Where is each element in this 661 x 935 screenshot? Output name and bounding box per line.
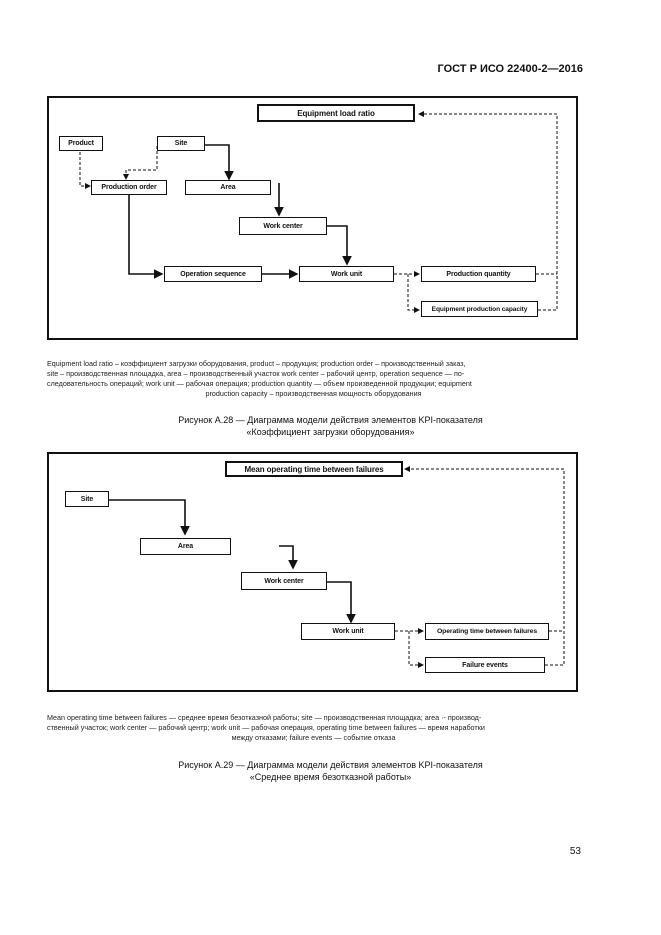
figure-a28-frame: Equipment load ratio Product Site Produc… (47, 96, 578, 340)
site-box-2: Site (65, 491, 109, 507)
figure-a28-legend-line-1: Equipment load ratio – коэффициент загру… (47, 359, 466, 368)
mean-operating-time-between-failures-box: Mean operating time between failures (225, 461, 403, 477)
page-number: 53 (569, 846, 581, 857)
figure-a28-legend-line-2: site – производственная площадка, area –… (47, 369, 465, 378)
work-unit-box: Work unit (299, 266, 394, 282)
figure-a29-legend-line-1: Mean operating time between failures — с… (47, 713, 482, 722)
figure-a28-caption-line-2: «Коэффициент загрузки оборудования» (246, 427, 415, 437)
failure-events-box: Failure events (425, 657, 545, 673)
production-quantity-box: Production quantity (421, 266, 536, 282)
area-box: Area (185, 180, 271, 195)
figure-a28-connectors (79, 111, 558, 313)
figure-a29-connectors (109, 466, 565, 668)
work-unit-box-2: Work unit (301, 623, 395, 640)
figure-a29-caption-line-2: «Среднее время безотказной работы» (249, 772, 412, 782)
product-box: Product (59, 136, 103, 151)
operation-sequence-box: Operation sequence (164, 266, 262, 282)
figure-a28-caption-line-1: Рисунок А.28 — Диаграмма модели действия… (178, 415, 483, 425)
operating-time-between-failures-box: Operating time between failures (425, 623, 549, 640)
production-order-box: Production order (91, 180, 167, 195)
figure-a28-legend-line-3: следовательность операций; work unit — р… (47, 379, 472, 388)
equipment-load-ratio-box: Equipment load ratio (257, 104, 415, 122)
figure-a29-frame: Mean operating time between failures Sit… (47, 452, 578, 692)
figure-a28-legend-line-4: production capacity – производственная м… (205, 389, 422, 398)
work-center-box-2: Work center (241, 572, 327, 590)
figure-a29-caption-line-1: Рисунок А.29 — Диаграмма модели действия… (178, 760, 483, 770)
site-box: Site (157, 136, 205, 151)
equipment-production-capacity-box: Equipment production capacity (421, 301, 538, 317)
figure-a29-legend-line-3: между отказами; failure events — событие… (231, 733, 396, 742)
work-center-box: Work center (239, 217, 327, 235)
standard-header: ГОСТ Р ИСО 22400-2—2016 (437, 63, 583, 75)
figure-a29-legend-line-2: ственный участок; work center — рабочий … (47, 723, 485, 732)
area-box-2: Area (140, 538, 231, 555)
